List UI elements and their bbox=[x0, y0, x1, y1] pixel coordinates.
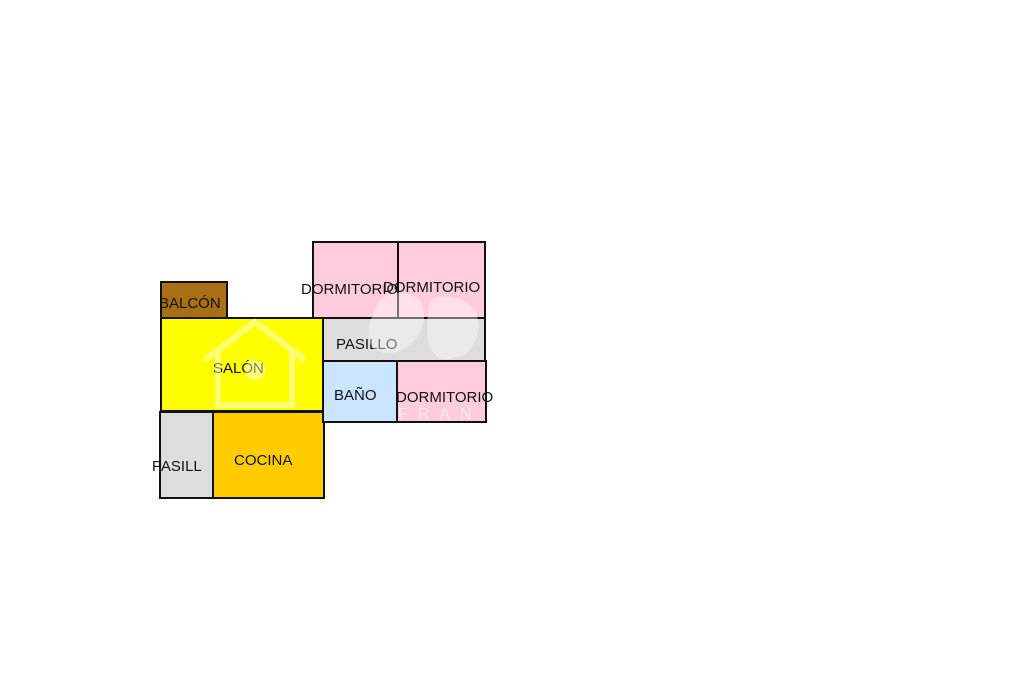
room-pasillo-right: PASILLO bbox=[322, 317, 486, 362]
room-label-dormitorio-3: DORMITORIO bbox=[396, 389, 494, 406]
room-label-pasillo-left: PASILL bbox=[152, 458, 202, 475]
room-bano: BAÑO bbox=[322, 360, 400, 423]
room-label-bano: BAÑO bbox=[334, 387, 377, 404]
room-label-balcon: BALCÓN bbox=[159, 295, 221, 312]
room-label-dormitorio-1: DORMITORIO bbox=[301, 281, 399, 298]
room-dormitorio-1: DORMITORIO bbox=[301, 241, 399, 319]
watermark-text: FRAN bbox=[398, 406, 482, 423]
room-label-pasillo-right: PASILLO bbox=[336, 336, 398, 353]
room-label-salon: SALÓN bbox=[213, 360, 264, 377]
room-dormitorio-2: DORMITORIO bbox=[383, 241, 486, 319]
room-salon: SALÓN bbox=[160, 317, 324, 412]
room-label-cocina: COCINA bbox=[234, 452, 293, 469]
room-dormitorio-3: DORMITORIO bbox=[396, 360, 493, 423]
room-balcon: BALCÓN bbox=[159, 281, 228, 319]
room-cocina: COCINA bbox=[212, 411, 325, 499]
room-label-dormitorio-2: DORMITORIO bbox=[383, 279, 481, 296]
room-pasillo-left: PASILL bbox=[152, 411, 214, 499]
